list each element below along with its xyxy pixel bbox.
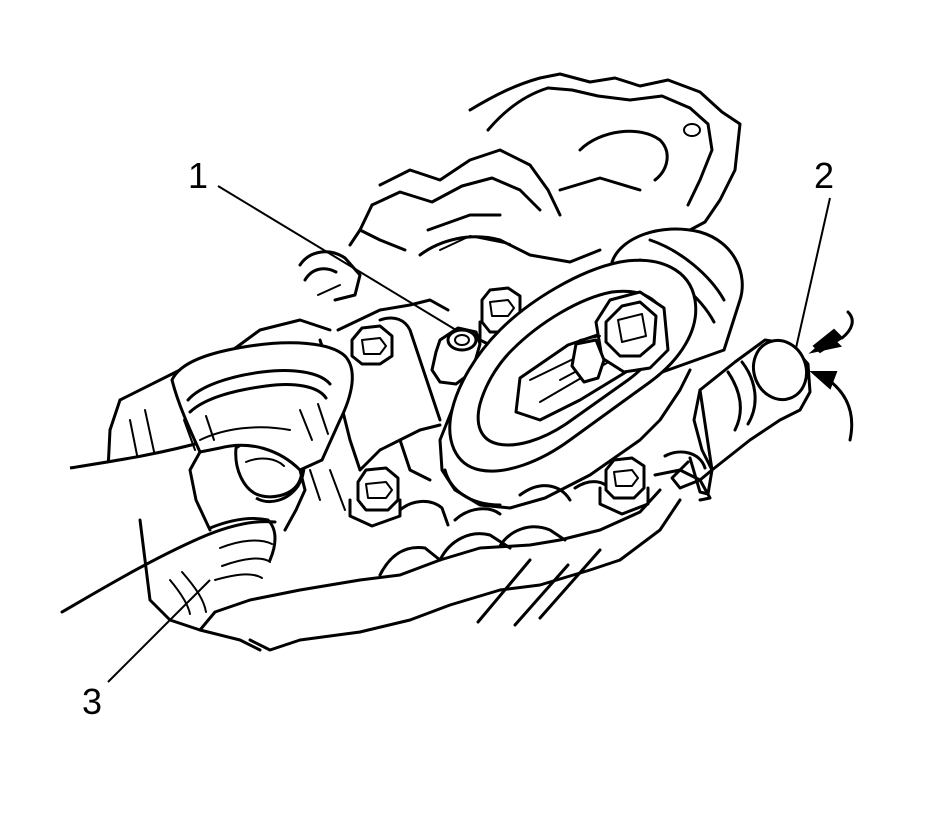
valve-cylinder	[670, 338, 812, 496]
callout-label-3: 3	[82, 681, 102, 722]
callout-labels: 1 2 3	[82, 155, 834, 722]
hand	[60, 431, 306, 615]
callout-leaders	[107, 185, 831, 683]
bolt-lower-right	[598, 456, 650, 516]
rotation-arrows	[808, 310, 854, 442]
engine-housing	[298, 72, 742, 302]
bolt-left	[350, 324, 394, 366]
electrical-connector	[570, 290, 670, 384]
leader-3	[107, 579, 211, 683]
solenoid-housing	[438, 227, 744, 510]
leader-1	[217, 185, 457, 331]
coupling-elbow	[170, 341, 354, 532]
leader-2	[795, 197, 831, 349]
bolt-lower-left	[348, 466, 402, 528]
callout-label-2: 2	[814, 155, 834, 196]
callout-label-1: 1	[188, 155, 208, 196]
